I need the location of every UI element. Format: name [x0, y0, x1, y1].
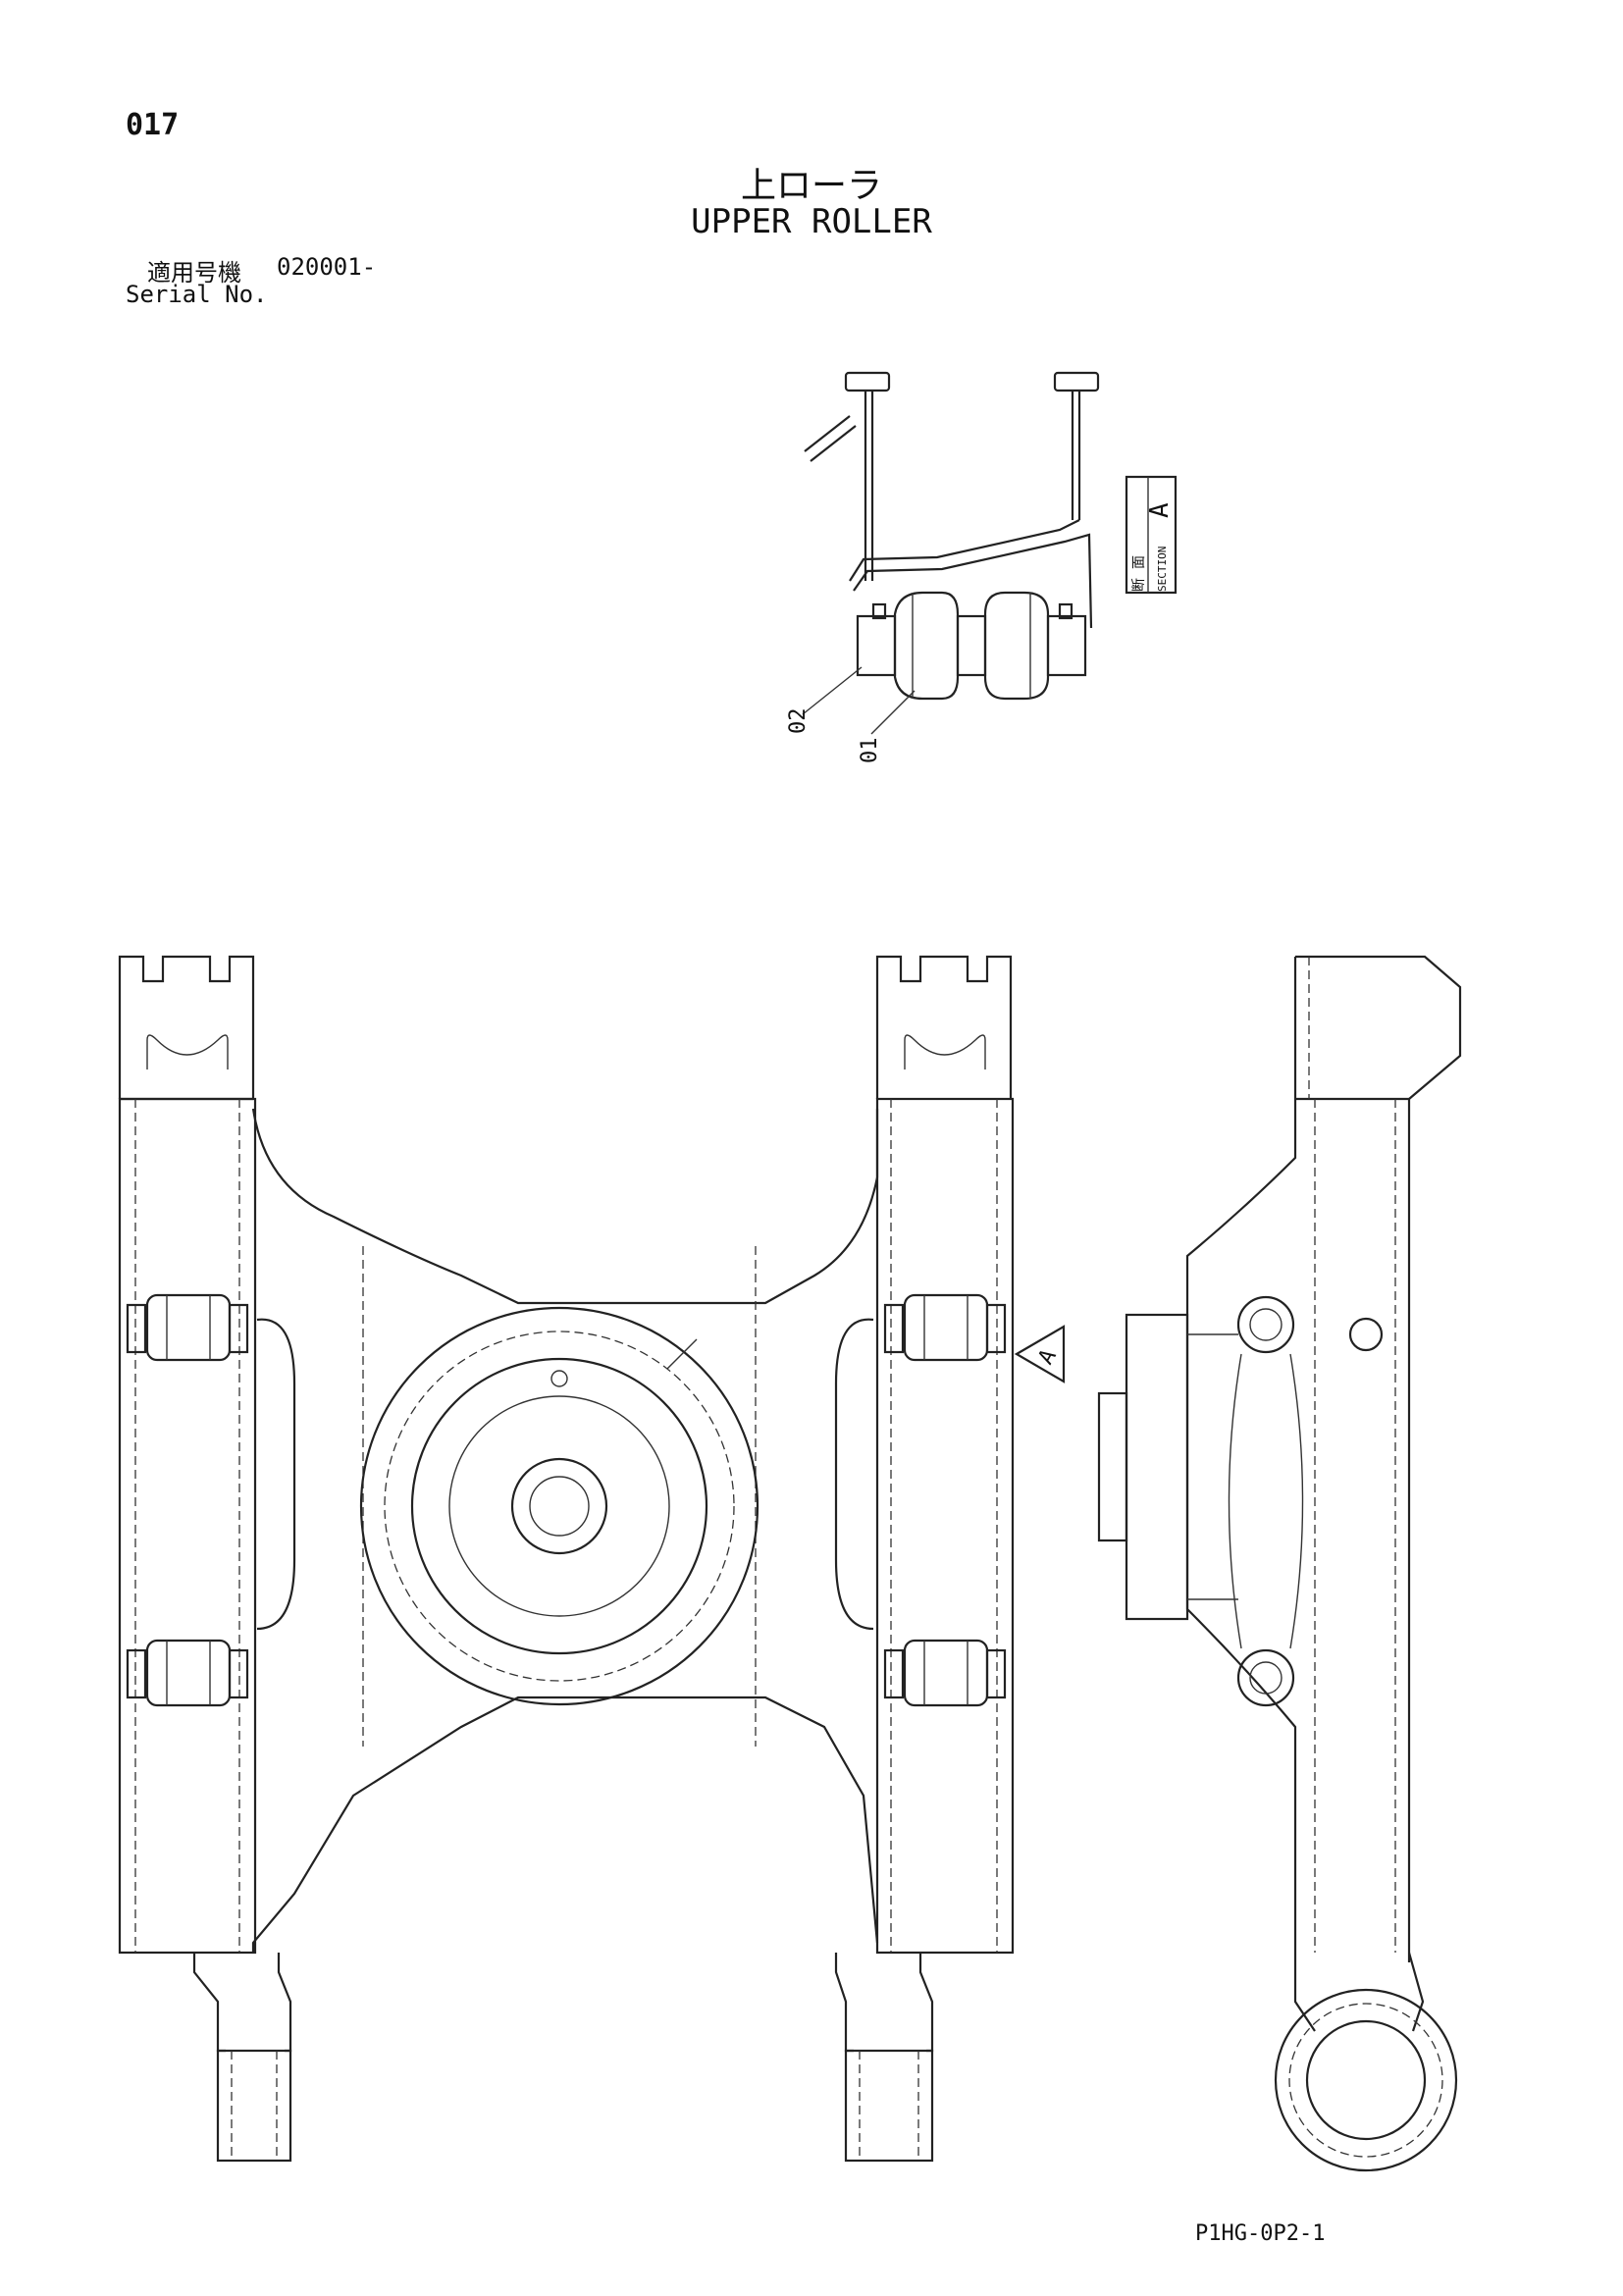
title-japanese: 上ローラ	[740, 166, 882, 206]
upper-roller-left-bottom	[126, 1639, 249, 1707]
serial-label-english: Serial No.	[126, 281, 268, 308]
section-label-jp-1: 断	[1131, 578, 1147, 592]
section-a-detail: 02 01 断 面 SECTION A	[786, 371, 1178, 764]
callout-01: 01	[858, 738, 882, 764]
section-label-en: SECTION	[1156, 547, 1169, 592]
upper-roller-left-top	[126, 1293, 249, 1362]
view-arrow-letter: A	[1034, 1345, 1062, 1369]
swing-bearing	[359, 1306, 759, 1706]
main-frame-view: A	[118, 955, 1066, 2163]
drawing-code: P1HG-0P2-1	[1195, 2221, 1326, 2246]
page-number: 017	[126, 108, 180, 142]
serial-number-value: 020001-	[277, 253, 377, 281]
upper-roller-right-top	[883, 1293, 1007, 1362]
view-arrow-a: A	[1014, 1325, 1066, 1383]
section-label-jp-2: 面	[1131, 555, 1147, 569]
section-letter: A	[1145, 502, 1175, 518]
title-english: UPPER ROLLER	[691, 202, 932, 241]
callout-02: 02	[786, 708, 811, 735]
side-view	[1097, 955, 1462, 2172]
upper-roller-right-bottom	[883, 1639, 1007, 1707]
serial-label-japanese: 適用号機	[147, 259, 241, 287]
